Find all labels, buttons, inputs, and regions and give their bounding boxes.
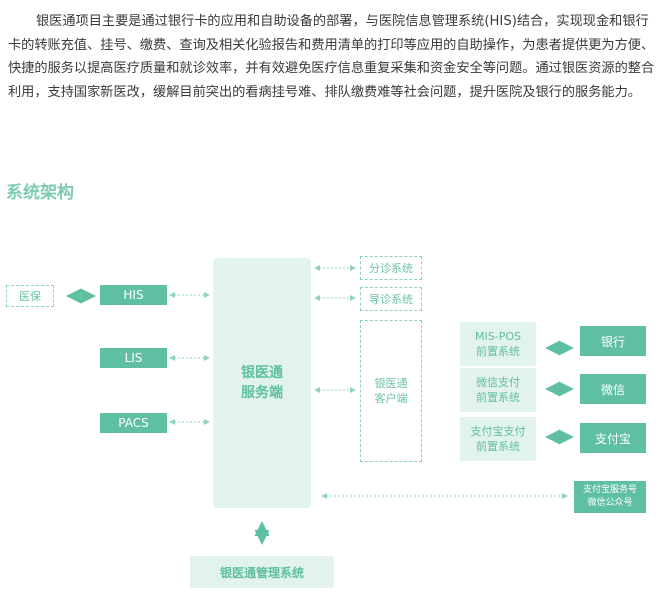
wechat-pre-line1: 微信支付	[476, 376, 520, 389]
mgmt-system-box: 银医通管理系统	[190, 556, 334, 588]
client-box: 银医通 客户端	[360, 320, 422, 462]
section-title: 系统架构	[6, 183, 74, 203]
alipay-pre-line2: 前置系统	[476, 440, 520, 453]
fenzhen-box: 分诊系统	[360, 256, 422, 280]
wechat-pre-line2: 前置系统	[476, 391, 520, 404]
intro-paragraph: 银医通项目主要是通过银行卡的应用和自助设备的部署，与医院信息管理系统(HIS)结…	[8, 14, 655, 100]
yibao-box: 医保	[6, 285, 54, 307]
client-line2: 客户端	[374, 392, 408, 405]
core-server-box: 银医通 服务端	[213, 258, 311, 508]
bank-box: 银行	[580, 326, 646, 356]
core-line2: 服务端	[241, 385, 283, 401]
service-line2: 微信公众号	[587, 498, 633, 508]
lis-box: LIS	[100, 348, 167, 368]
alipay-pre-line1: 支付宝支付	[470, 425, 526, 438]
core-line1: 银医通	[241, 365, 283, 381]
wechat-pre-box: 微信支付 前置系统	[460, 368, 536, 412]
mispos-line1: MIS-POS	[475, 330, 521, 343]
daozhen-box: 导诊系统	[360, 287, 422, 311]
client-line1: 银医通	[374, 377, 408, 390]
alipay-box: 支付宝	[580, 423, 646, 453]
service-account-box: 支付宝服务号 微信公众号	[574, 481, 646, 513]
mispos-line2: 前置系统	[476, 345, 520, 358]
wechat-box: 微信	[580, 374, 646, 404]
pacs-box: PACS	[100, 413, 167, 433]
mispos-pre-box: MIS-POS 前置系统	[460, 322, 536, 366]
his-box: HIS	[100, 285, 167, 305]
service-line1: 支付宝服务号	[582, 485, 637, 495]
alipay-pre-box: 支付宝支付 前置系统	[460, 417, 536, 461]
